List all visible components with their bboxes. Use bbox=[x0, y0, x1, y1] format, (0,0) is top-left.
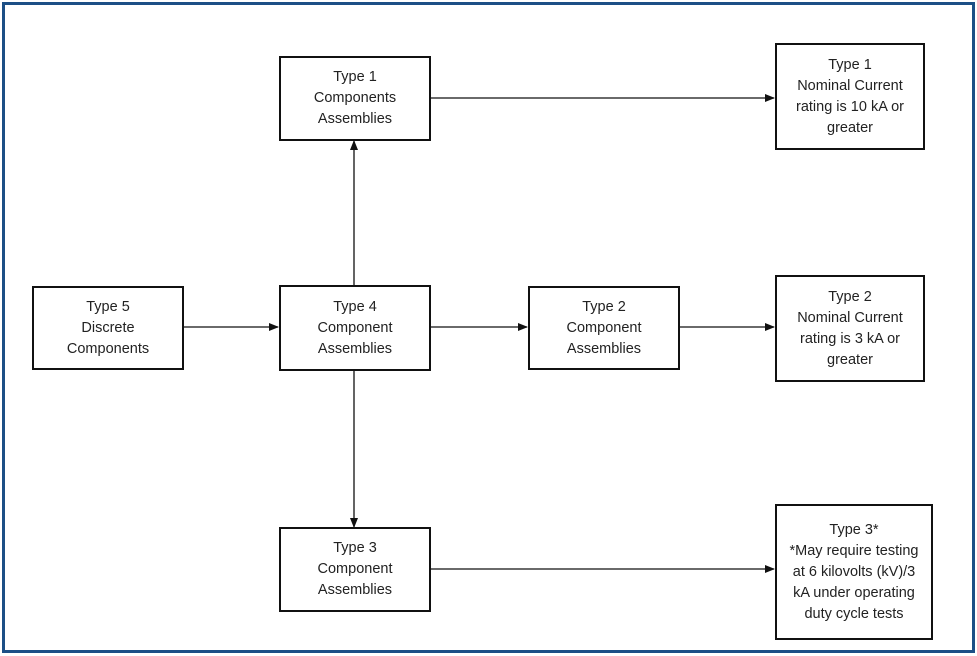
box-type3-note-line: duty cycle tests bbox=[804, 605, 904, 622]
box-type4: Type 4 Component Assemblies bbox=[279, 285, 431, 371]
box-type2-rating-line: greater bbox=[827, 351, 873, 368]
box-type2-rating-line: rating is 3 kA or bbox=[800, 330, 900, 347]
box-type2-line: Type 2 bbox=[582, 298, 626, 315]
box-type5-line: Discrete bbox=[81, 319, 135, 336]
box-type3-note-line: kA under operating bbox=[793, 584, 915, 601]
box-type2: Type 2 Component Assemblies bbox=[528, 286, 680, 370]
box-type1: Type 1 Components Assemblies bbox=[279, 56, 431, 141]
box-type2-line: Component bbox=[566, 319, 642, 336]
box-type1-rating: Type 1 Nominal Current rating is 10 kA o… bbox=[775, 43, 925, 150]
box-type1-line: Components bbox=[313, 90, 397, 106]
box-type1-rating-line: Type 1 bbox=[828, 56, 872, 73]
box-type3-note-line: at 6 kilovolts (kV)/3 bbox=[792, 563, 916, 580]
box-type5-line: Type 5 bbox=[86, 298, 130, 315]
box-type4-line: Type 4 bbox=[333, 298, 377, 315]
box-type3-line: Type 3 bbox=[333, 540, 377, 556]
box-type1-rating-line: greater bbox=[827, 119, 873, 136]
box-type3-note: Type 3* *May require testing at 6 kilovo… bbox=[775, 504, 933, 640]
box-type3: Type 3 Component Assemblies bbox=[279, 527, 431, 612]
box-type5: Type 5 Discrete Components bbox=[32, 286, 184, 370]
box-type1-rating-line: rating is 10 kA or bbox=[796, 98, 904, 115]
box-type4-line: Assemblies bbox=[317, 340, 393, 357]
box-type5-line: Components bbox=[66, 340, 150, 357]
box-type2-rating-line: Type 2 bbox=[828, 288, 872, 305]
box-type1-line: Type 1 bbox=[333, 69, 377, 85]
box-type1-line: Assemblies bbox=[317, 111, 393, 127]
box-type4-line: Component bbox=[317, 319, 393, 336]
box-type2-rating: Type 2 Nominal Current rating is 3 kA or… bbox=[775, 275, 925, 382]
box-type2-line: Assemblies bbox=[566, 340, 642, 357]
box-type3-line: Component bbox=[317, 561, 393, 577]
box-type3-note-line: *May require testing bbox=[789, 542, 919, 559]
box-type3-line: Assemblies bbox=[317, 582, 393, 598]
box-type1-rating-line: Nominal Current bbox=[797, 77, 903, 94]
box-type2-rating-line: Nominal Current bbox=[797, 309, 903, 326]
box-type3-note-line: Type 3* bbox=[829, 521, 879, 538]
